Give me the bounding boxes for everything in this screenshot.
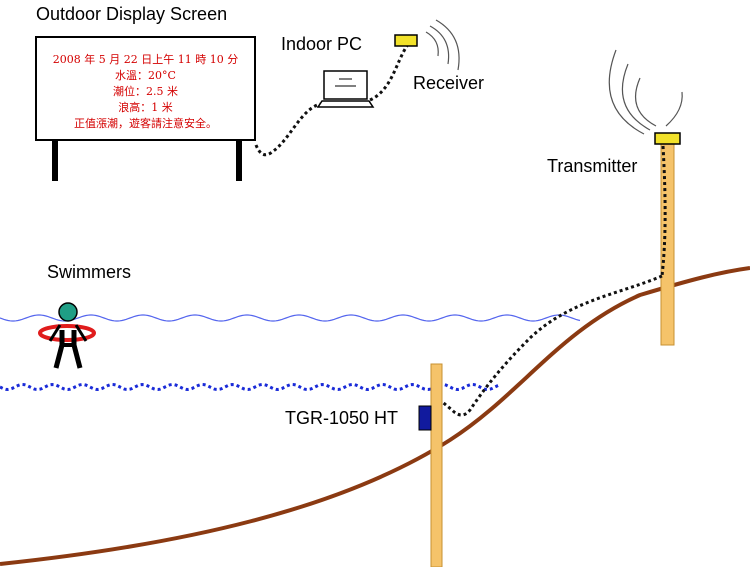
water-surface-line bbox=[0, 314, 581, 322]
screen-line-water-temp: 水溫：20°C bbox=[115, 69, 176, 82]
label-receiver: Receiver bbox=[413, 73, 485, 93]
seabed-curve bbox=[0, 266, 750, 566]
screen-line-warning: 正值漲潮，遊客請注意安全。 bbox=[74, 117, 217, 130]
receiver-device-icon bbox=[394, 34, 418, 47]
laptop-icon bbox=[316, 70, 375, 108]
label-outdoor-display: Outdoor Display Screen bbox=[36, 4, 228, 24]
cable-screen-to-pc bbox=[254, 102, 321, 157]
swimmer-icon bbox=[38, 302, 96, 369]
label-indoor-pc: Indoor PC bbox=[281, 34, 363, 54]
sensor-pole bbox=[430, 363, 443, 568]
label-sensor: TGR-1050 HT bbox=[285, 408, 399, 428]
outdoor-display-screen: 2008 年 5 月 22 日上午 11 時 10 分 水溫：20°C 潮位：2… bbox=[35, 36, 256, 141]
screen-line-wave-height: 浪高：1 米 bbox=[118, 101, 173, 114]
receiver-signal-icon bbox=[425, 19, 460, 71]
transmitter-device-icon bbox=[654, 132, 681, 145]
cable-along-seabed bbox=[439, 274, 663, 417]
screen-left-leg bbox=[52, 141, 58, 181]
cable-pc-to-receiver bbox=[369, 45, 409, 102]
screen-right-leg bbox=[236, 141, 242, 181]
screen-line-tide-level: 潮位：2.5 米 bbox=[113, 85, 178, 98]
underwater-dotted-line bbox=[0, 382, 501, 392]
screen-line-datetime: 2008 年 5 月 22 日上午 11 時 10 分 bbox=[52, 53, 239, 66]
label-swimmers: Swimmers bbox=[47, 262, 131, 282]
transmitter-signal-icon bbox=[608, 49, 683, 135]
label-transmitter: Transmitter bbox=[547, 156, 638, 176]
sensor-device-icon bbox=[418, 405, 432, 431]
